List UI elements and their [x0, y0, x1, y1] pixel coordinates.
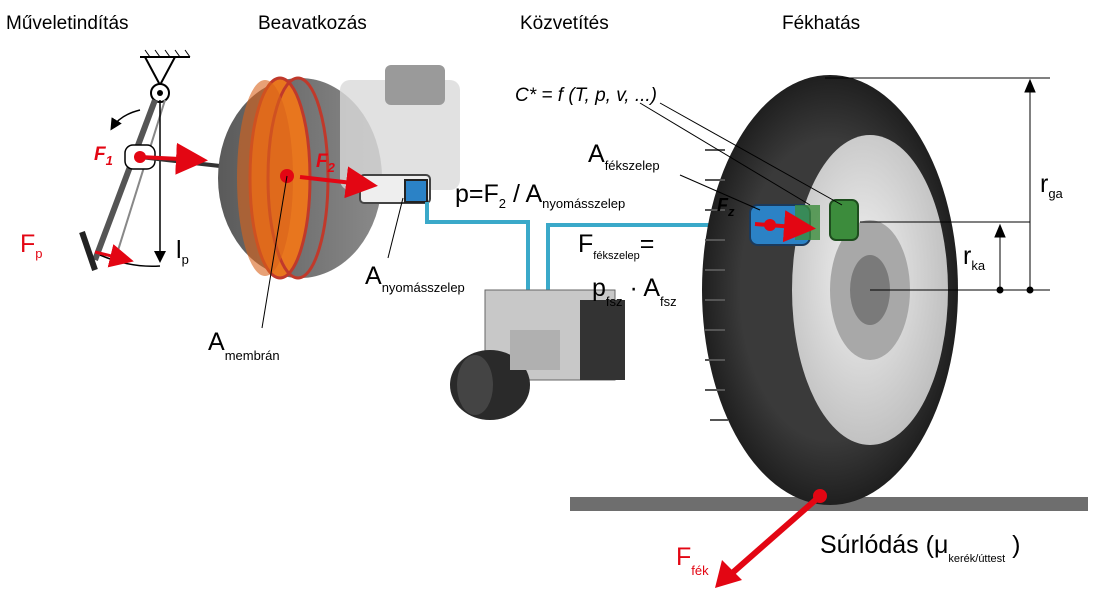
pfsz-afsz-label: pfsz · Afsz — [592, 274, 677, 309]
ffek-label: Ffék — [676, 543, 709, 578]
fp-label: Fp — [20, 230, 43, 261]
stage-title-braking-effect: Fékhatás — [782, 13, 861, 34]
f1-arrow — [139, 142, 208, 175]
stage-title-initiation: Műveletindítás — [6, 13, 129, 34]
a-membran-label: Amembrán — [208, 328, 280, 363]
f1-point — [134, 151, 146, 163]
brake-pedal — [79, 49, 191, 271]
a-nyomasszelep-label: Anyomásszelep — [365, 262, 465, 295]
fz-arrow — [754, 210, 816, 243]
stage-title-transmission: Közvetítés — [520, 13, 609, 34]
fz-label: Fz — [717, 195, 735, 219]
radius-dimensions — [825, 77, 1050, 294]
a-fekszelep-leader — [679, 174, 761, 211]
a-fekszelep-label: Afékszelep — [588, 140, 660, 173]
stage-title-intervention: Beavatkozás — [258, 13, 367, 34]
f2-label: F2 — [316, 151, 335, 175]
c-formula: C* = f (T, p, v, ...) — [515, 85, 658, 106]
c-leader-1 — [639, 102, 811, 206]
lp-label: lp — [176, 236, 189, 267]
c-leader-2 — [659, 102, 843, 206]
pressure-formula: p=F2 / Anyomásszelep — [455, 180, 626, 211]
fz-point — [764, 219, 776, 231]
a-nyomas-leader — [387, 197, 404, 259]
fp-arrow — [94, 244, 134, 268]
membrane-leader — [261, 175, 288, 329]
friction-label: Súrlódás (μkerék/úttest ) — [820, 531, 1021, 565]
f-fekszelep-label: Ffékszelep= — [578, 230, 655, 262]
f1-label: F1 — [94, 144, 113, 168]
ffek-arrow — [728, 493, 822, 578]
f2-arrow — [299, 166, 378, 199]
rga-label: rga — [1040, 170, 1063, 201]
abs-unit — [450, 289, 625, 420]
rka-label: rka — [963, 242, 986, 273]
ffek-arrowhead — [715, 560, 742, 588]
